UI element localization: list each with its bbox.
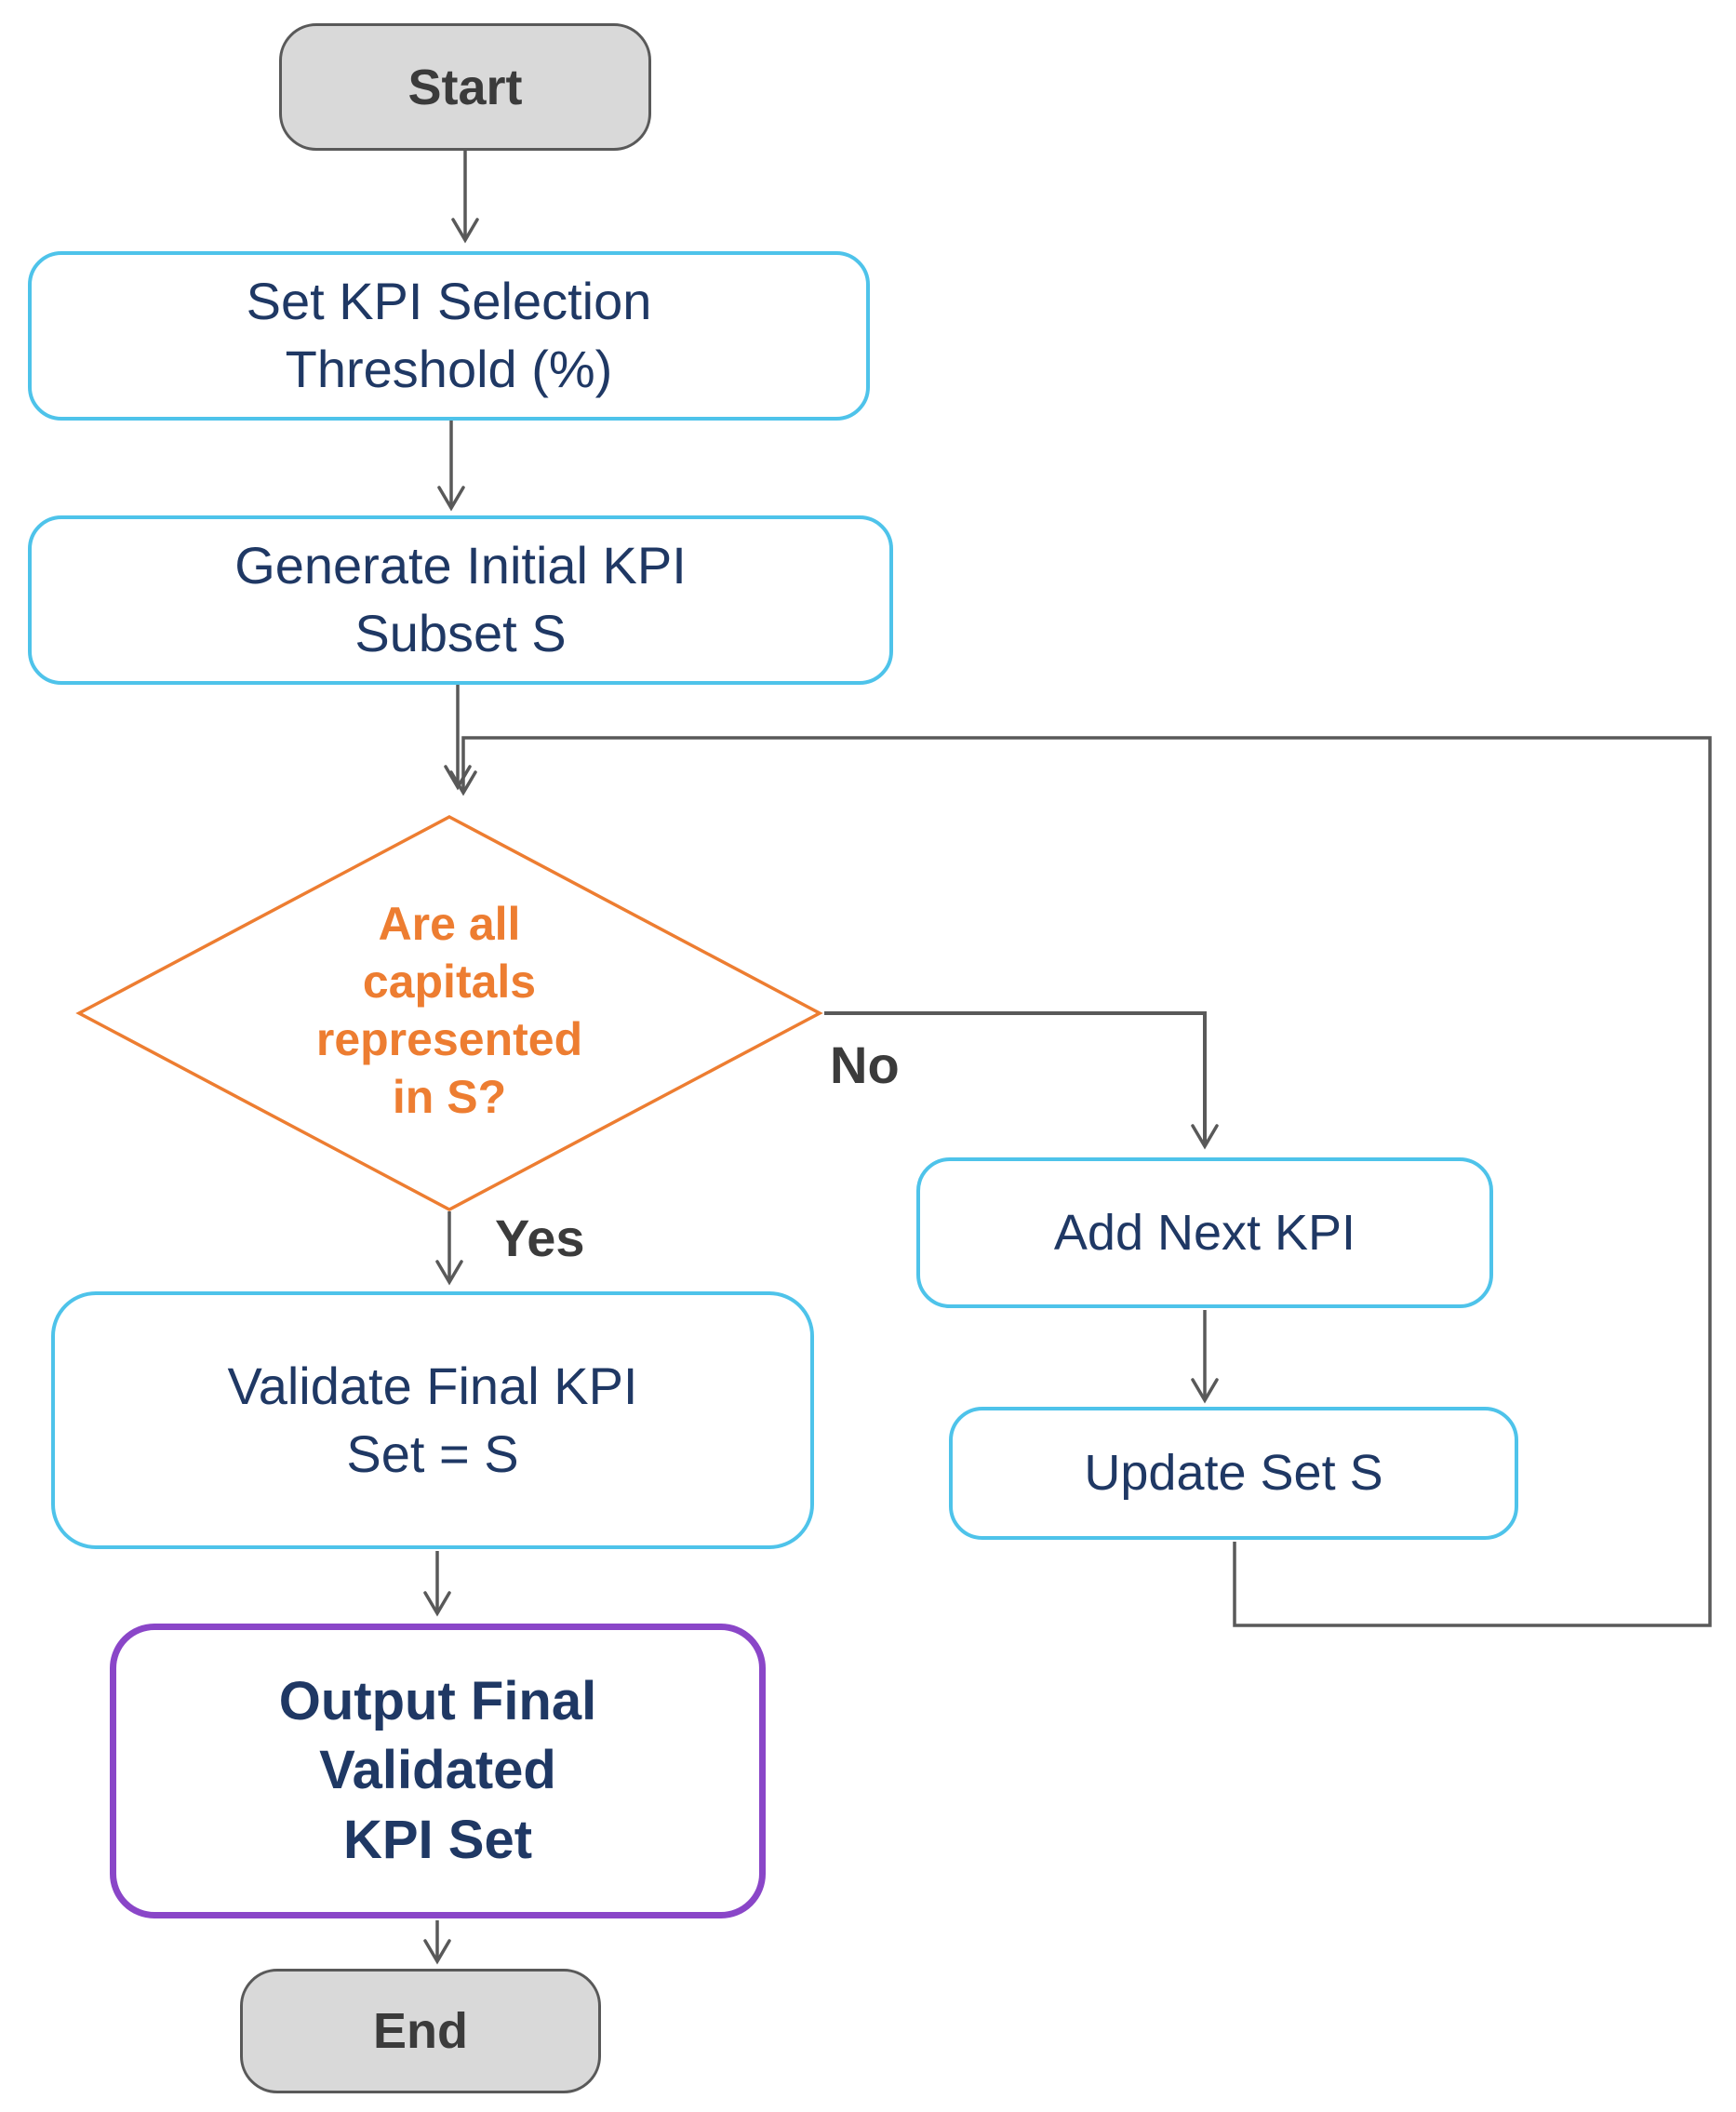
start-label: Start [407, 59, 523, 115]
add-next-kpi-label: Add Next KPI [1053, 1204, 1356, 1261]
node-end: End [240, 1969, 601, 2093]
node-start: Start [279, 23, 651, 151]
edge-label-no: No [830, 1036, 900, 1094]
update-set-label: Update Set S [1084, 1445, 1383, 1502]
node-add-next-kpi: Add Next KPI [916, 1157, 1493, 1308]
end-label: End [373, 2003, 468, 2059]
edge-label-yes: Yes [495, 1209, 585, 1267]
edge-no-decision-to-add [824, 1011, 1219, 1150]
decision-diamond [75, 815, 823, 1211]
node-update-set: Update Set S [949, 1407, 1518, 1540]
edge-loop-update-to-decision [449, 736, 1712, 1627]
